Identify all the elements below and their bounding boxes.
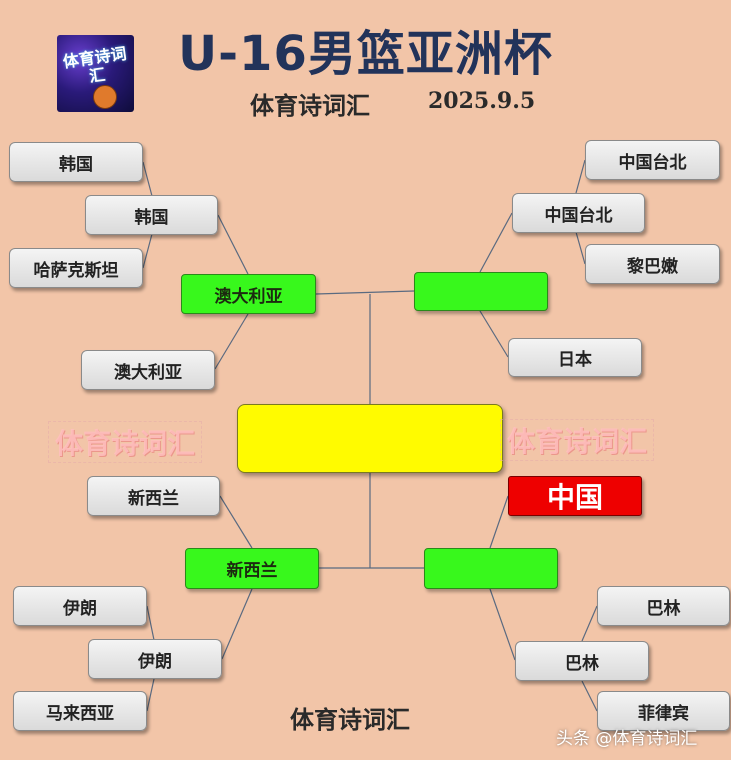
team-lebanon: 黎巴嫩 xyxy=(585,244,720,284)
team-bahrain-qf: 巴林 xyxy=(597,586,730,626)
team-kazakhstan: 哈萨克斯坦 xyxy=(9,248,143,288)
team-korea-qf: 韩国 xyxy=(9,142,143,182)
footer-credit: 头条 @体育诗词汇 xyxy=(556,729,698,749)
team-chinese-taipei-qf: 中国台北 xyxy=(585,140,720,180)
team-japan: 日本 xyxy=(508,338,642,377)
semifinal-box-top-right xyxy=(414,272,548,311)
team-bahrain-advance: 巴林 xyxy=(515,641,649,681)
team-china: 中国 xyxy=(508,476,642,516)
logo: 体育诗词汇 xyxy=(57,35,134,112)
semifinal-box-bottom-right xyxy=(424,548,558,589)
header-brand: 体育诗词汇 xyxy=(250,91,370,120)
team-iran-qf: 伊朗 xyxy=(13,586,147,626)
semifinal-box-bottom-left: 新西兰 xyxy=(185,548,319,589)
team-korea-advance: 韩国 xyxy=(85,195,218,235)
team-australia: 澳大利亚 xyxy=(81,350,215,390)
team-iran-advance: 伊朗 xyxy=(88,639,222,679)
basketball-icon xyxy=(93,85,117,109)
watermark-left: 体育诗词汇 xyxy=(48,421,203,463)
page-title: U-16男篮亚洲杯 xyxy=(178,26,553,82)
watermark-right: 体育诗词汇 xyxy=(500,419,655,461)
team-chinese-taipei-advance: 中国台北 xyxy=(512,193,645,233)
semifinal-box-top-left: 澳大利亚 xyxy=(181,274,316,314)
team-new-zealand: 新西兰 xyxy=(87,476,220,516)
team-philippines: 菲律宾 xyxy=(597,691,730,731)
team-malaysia: 马来西亚 xyxy=(13,691,147,731)
final-box xyxy=(237,404,503,473)
footer-brand: 体育诗词汇 xyxy=(290,705,410,734)
header-date: 2025.9.5 xyxy=(428,88,536,114)
